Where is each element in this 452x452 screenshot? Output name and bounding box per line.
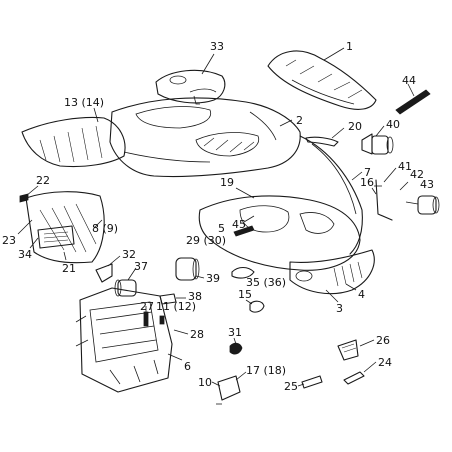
label-40: 40 xyxy=(386,118,400,131)
label-19: 19 xyxy=(220,176,234,189)
part-44-strap xyxy=(395,83,431,115)
label-1: 1 xyxy=(346,40,353,53)
label-38: 38 xyxy=(188,290,202,303)
part-7-fairing-edge xyxy=(299,135,363,255)
part-40-lamp xyxy=(361,125,394,155)
part-6-frame xyxy=(75,287,183,393)
label-45: 45 xyxy=(232,218,246,231)
part-39-lamp xyxy=(175,257,205,281)
label-44: 44 xyxy=(402,74,416,87)
label-34: 34 xyxy=(18,248,32,261)
part-43-lamp xyxy=(405,195,440,215)
part-27-bolt xyxy=(143,306,149,327)
label-2: 2 xyxy=(296,114,303,127)
label-27: 27 xyxy=(140,300,154,313)
label-15: 15 xyxy=(238,288,252,301)
label-3: 3 xyxy=(336,302,343,315)
part-17-bracket xyxy=(211,371,247,405)
label-11: 11 (12) xyxy=(156,300,196,313)
label-22: 22 xyxy=(36,174,50,187)
label-4: 4 xyxy=(358,288,365,301)
part-4-lower-nose xyxy=(289,249,375,295)
label-43: 43 xyxy=(420,178,434,191)
part-26-bracket xyxy=(337,339,375,361)
label-35: 35 (36) xyxy=(246,276,286,289)
part-29-fastener xyxy=(233,225,255,237)
leader-3 xyxy=(325,289,339,303)
label-31: 31 xyxy=(228,326,242,339)
label-25: 25 xyxy=(284,380,298,393)
part-41-bracket xyxy=(371,167,397,221)
label-29: 29 (30) xyxy=(186,234,226,247)
label-26: 26 xyxy=(376,334,390,347)
label-37: 37 xyxy=(134,260,148,273)
label-17: 17 (18) xyxy=(246,364,286,377)
part-31-grommet xyxy=(229,337,243,355)
part-25-pad xyxy=(297,375,323,389)
part-33-handlebar-cover xyxy=(155,53,226,105)
label-10: 10 xyxy=(198,376,212,389)
label-5: 5 xyxy=(218,222,225,235)
label-41: 41 xyxy=(398,160,412,173)
leader-28 xyxy=(173,329,189,335)
label-42: 42 xyxy=(410,168,424,181)
label-24: 24 xyxy=(378,356,392,369)
label-23: 23 xyxy=(2,234,16,247)
part-2-front-body xyxy=(109,97,301,178)
label-20: 20 xyxy=(348,120,362,133)
leader-42 xyxy=(399,181,409,191)
label-21: 21 xyxy=(62,262,76,275)
label-16: 16 xyxy=(360,176,374,189)
part-21-left-fairing xyxy=(17,185,105,264)
part-5-front-cowl xyxy=(198,187,361,271)
part-13-side-panel xyxy=(21,107,126,168)
label-8: 8 (9) xyxy=(92,222,118,235)
part-11-bolt xyxy=(159,315,165,325)
label-33: 33 xyxy=(210,40,224,53)
label-6: 6 xyxy=(184,360,191,373)
part-1-top-panel xyxy=(267,47,377,110)
part-35-bulb xyxy=(231,266,255,279)
part-32-stay xyxy=(95,255,121,283)
label-28: 28 xyxy=(190,328,204,341)
label-13: 13 (14) xyxy=(64,96,104,109)
label-32: 32 xyxy=(122,248,136,261)
part-15-clip xyxy=(245,299,265,313)
label-39: 39 xyxy=(206,272,220,285)
part-20-stay xyxy=(305,127,345,147)
part-24-rod xyxy=(343,361,377,385)
label-7: 7 xyxy=(364,166,371,179)
